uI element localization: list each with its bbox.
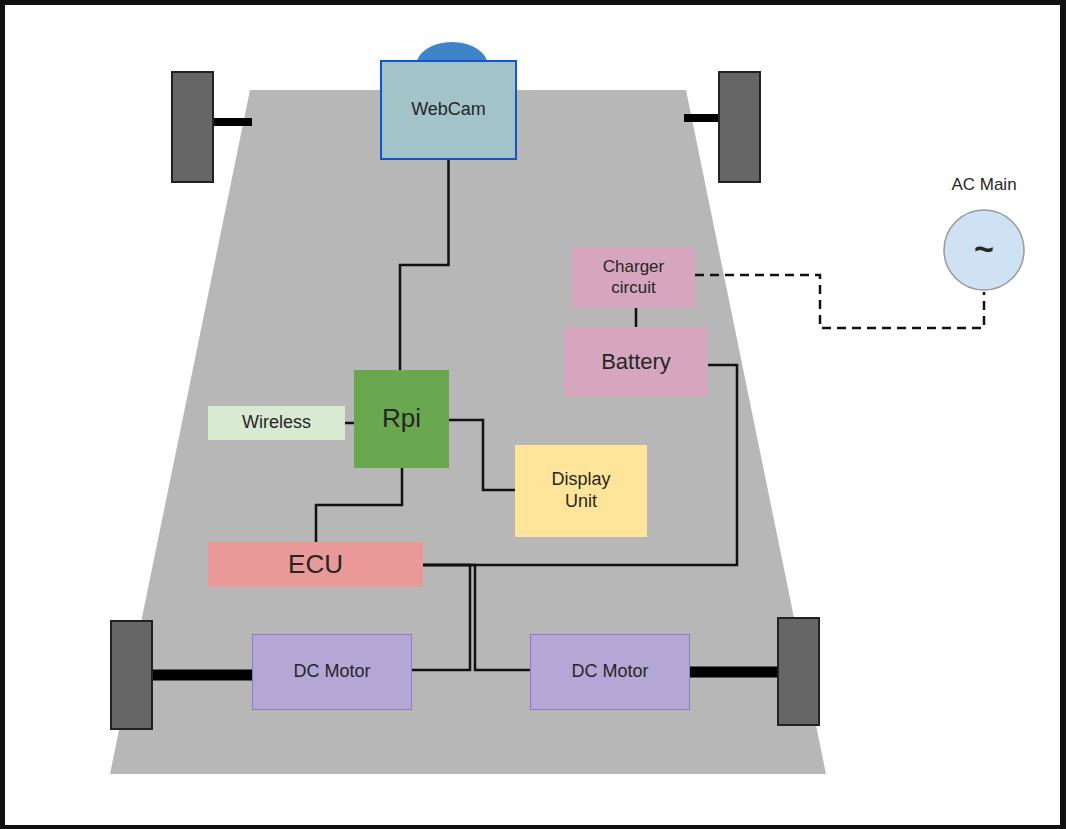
box-label: Charger circuit bbox=[586, 257, 682, 298]
mains-cable bbox=[695, 275, 984, 328]
wheel bbox=[172, 72, 213, 182]
chassis-plate bbox=[110, 90, 826, 774]
controller-box: Rpi bbox=[354, 370, 449, 468]
camera-box: WebCam bbox=[380, 60, 517, 160]
box-label: WebCam bbox=[411, 99, 486, 121]
box-label: Display Unit bbox=[541, 469, 621, 512]
box-label: Rpi bbox=[382, 403, 421, 434]
box-label: DC Motor bbox=[293, 661, 370, 683]
axle bbox=[212, 118, 252, 126]
wire bbox=[345, 422, 354, 425]
motor-box: DC Motor bbox=[530, 634, 690, 710]
wireless-box: Wireless bbox=[208, 406, 345, 440]
box-label: ECU bbox=[288, 549, 343, 580]
ac-source-symbol bbox=[944, 210, 1024, 290]
box-label: Wireless bbox=[242, 412, 311, 434]
charger-box: Charger circuit bbox=[572, 247, 695, 308]
power-source: AC Main ~ bbox=[934, 174, 1034, 296]
source-label: AC Main bbox=[951, 174, 1016, 196]
page-ground bbox=[5, 5, 1060, 825]
ecu-box: ECU bbox=[208, 542, 423, 587]
wire bbox=[400, 160, 449, 370]
display-box: Display Unit bbox=[515, 445, 647, 537]
axle bbox=[150, 670, 254, 681]
motor-box: DC Motor bbox=[252, 634, 412, 710]
axle bbox=[684, 114, 720, 122]
wire bbox=[316, 468, 402, 542]
axle bbox=[688, 667, 780, 678]
source-symbol: ~ bbox=[974, 210, 994, 290]
wheel bbox=[111, 621, 152, 729]
wire bbox=[423, 565, 530, 670]
battery-box: Battery bbox=[564, 327, 708, 397]
wheel bbox=[778, 618, 819, 725]
wire bbox=[635, 308, 638, 327]
box-label: DC Motor bbox=[571, 661, 648, 683]
wire bbox=[449, 420, 515, 490]
box-label: Battery bbox=[601, 349, 671, 375]
wheel bbox=[719, 72, 760, 182]
